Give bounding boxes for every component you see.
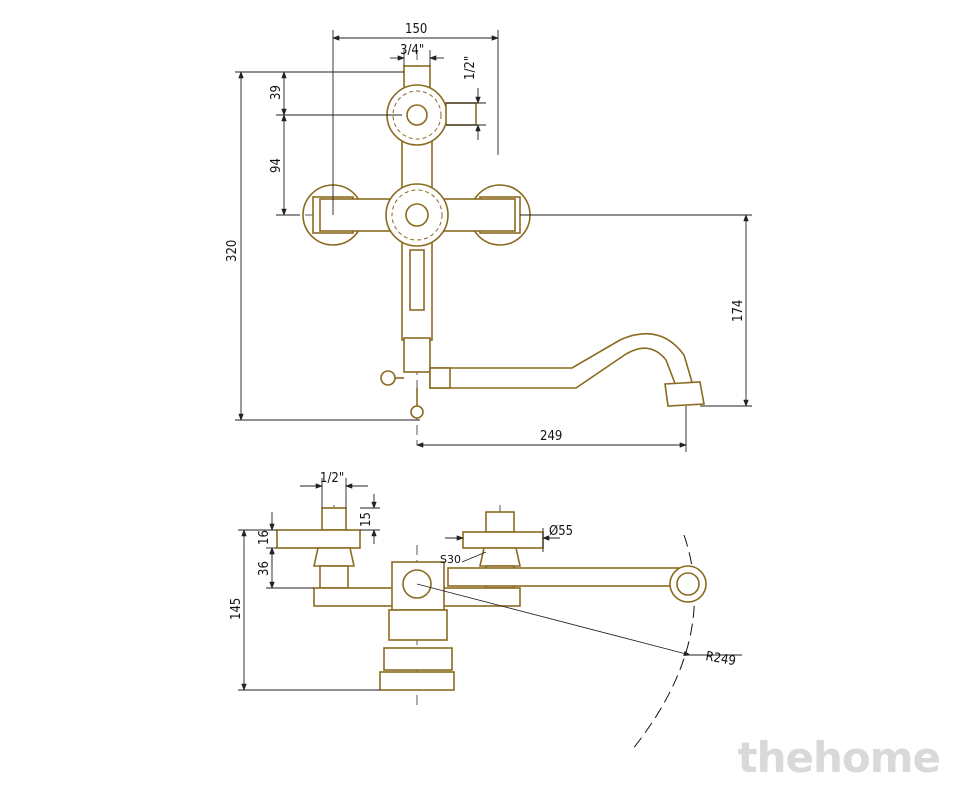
- right-flange-side: [462, 531, 544, 549]
- dim-r249: R249: [704, 649, 737, 669]
- side-inlet: [445, 102, 477, 126]
- central-body: [391, 561, 445, 611]
- dim-320: 320: [225, 240, 240, 262]
- diverter-knob-left: [380, 370, 396, 386]
- dim-s30: S30: [440, 553, 461, 566]
- bottom-view: R249 1/2" 16 15 36 145 Ø55: [229, 471, 742, 751]
- dim-15: 15: [359, 512, 374, 527]
- dim-150: 150: [405, 22, 427, 37]
- cartridge: [388, 609, 448, 641]
- dim-1-2-inch-bottom: 1/2": [320, 471, 344, 486]
- dim-1-2-inch: 1/2": [463, 56, 478, 80]
- dim-94: 94: [269, 158, 284, 173]
- dim-3-4-inch: 3/4": [400, 43, 424, 58]
- left-inlet: [321, 507, 347, 531]
- dim-39: 39: [269, 85, 284, 100]
- swing-radius-arc: [631, 534, 695, 751]
- left-nut: [313, 547, 355, 567]
- lower-knob-ring-2: [379, 671, 455, 691]
- dim-174: 174: [731, 300, 746, 322]
- dim-249: 249: [540, 429, 562, 444]
- right-nut: [479, 547, 521, 567]
- spout-nut: [429, 367, 451, 389]
- top-view: 150 3/4" 1/2" 39 94 320 174 249: [225, 22, 752, 452]
- right-inlet: [485, 511, 515, 533]
- dim-16: 16: [257, 530, 272, 545]
- aerator: [664, 381, 705, 407]
- left-flange-side: [276, 529, 361, 549]
- dim-36: 36: [257, 561, 272, 576]
- lower-stem: [409, 249, 425, 311]
- dim-145: 145: [229, 598, 244, 620]
- diverter-body: [403, 337, 431, 373]
- watermark-logo: thehome: [737, 733, 941, 782]
- lower-knob-ring-1: [383, 647, 453, 671]
- diverter-knob-bottom: [410, 405, 424, 419]
- central-handle-knob: [385, 183, 449, 247]
- spout-side: [447, 567, 681, 587]
- spout: [429, 332, 694, 389]
- spout-end: [669, 565, 707, 603]
- dim-diameter-55: Ø55: [549, 524, 573, 539]
